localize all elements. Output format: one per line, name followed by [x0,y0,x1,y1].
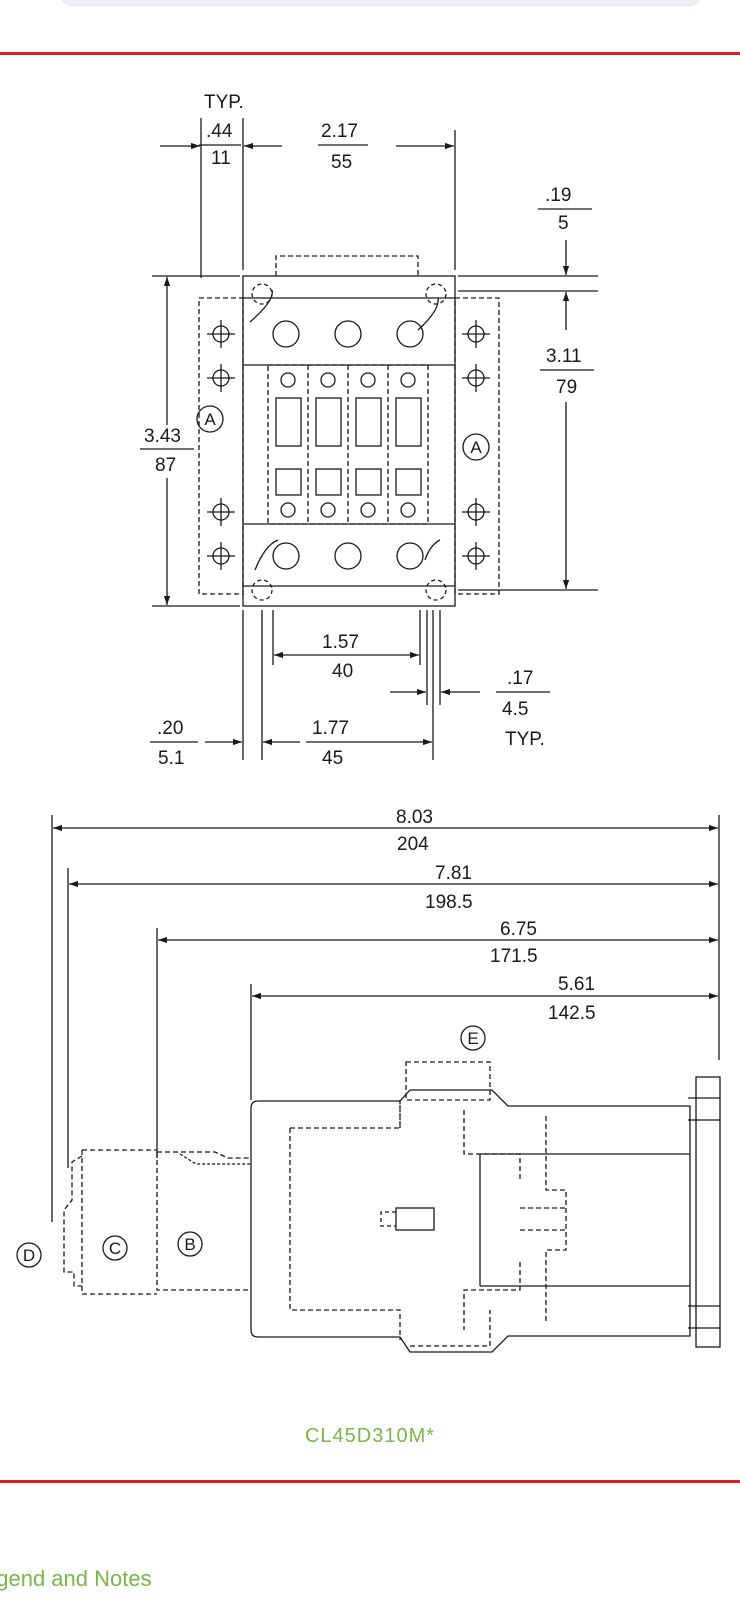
din-rail-clip [695,1076,721,1348]
contactor-body-side [250,1089,691,1353]
dim-157-inch: 1.57 [322,632,359,653]
terminal-block [267,364,429,525]
dim-311-mm: 79 [556,377,577,398]
typ-label-top: TYP. [204,92,244,113]
terminal-screw [272,542,300,570]
side-view [16,815,721,1353]
callout-circle [16,1242,42,1268]
callout-a-left: A [204,410,216,429]
module-d [63,1155,83,1287]
callout-circle [102,1235,128,1261]
terminal-screw [396,542,424,570]
right-mount-rail [454,297,500,595]
dim-561-inch: 5.61 [558,974,595,995]
dim-020-mm: 5.1 [158,748,184,769]
dim-781-inch: 7.81 [435,863,472,884]
dim-343-mm: 87 [155,455,176,476]
dim-675-mm: 171.5 [490,946,538,967]
left-mount-rail [198,297,244,595]
dim-217-inch: 2.17 [321,121,358,142]
dim-017-mm: 4.5 [502,699,528,720]
top-cover-dashed [275,255,419,276]
dim-561-mm: 142.5 [548,1003,596,1024]
dim-020-inch: .20 [157,718,183,739]
dim-343-inch: 3.43 [144,426,181,447]
dim-781-mm: 198.5 [425,892,473,913]
callout-c: C [109,1239,121,1258]
dim-044-mm: 11 [211,148,231,169]
part-number: CL45D310M* [304,1425,436,1447]
dim-177-mm: 45 [322,748,343,769]
dim-019-mm: 5 [558,213,569,234]
callout-circle [460,1025,486,1051]
dim-019-inch: .19 [545,185,571,206]
callout-circle [177,1231,203,1257]
dim-217-mm: 55 [331,152,352,173]
dim-157-mm: 40 [332,661,353,682]
dim-017-inch: .17 [507,668,533,689]
module-c [81,1149,157,1295]
terminal-screw [272,320,300,348]
terminal-screw [334,320,362,348]
typ-label-bottom: TYP. [505,729,545,750]
dim-311-inch: 3.11 [546,346,582,367]
top-red-rule [0,52,740,55]
top-view [140,118,598,760]
legend-heading[interactable]: egend and Notes [0,1566,152,1591]
dim-177-inch: 1.77 [312,718,349,739]
dim-803-inch: 8.03 [396,807,433,828]
dim-675-inch: 6.75 [500,919,537,940]
callout-e: E [467,1029,478,1048]
dim-803-mm: 204 [397,834,429,855]
callout-a-right: A [470,438,482,457]
callout-d: D [23,1246,35,1265]
module-b [156,1151,251,1291]
terminal-screw [334,542,362,570]
terminal-screw [396,320,424,348]
center-indicator [395,1207,435,1231]
callout-circle [196,405,224,433]
dim-044-inch: .44 [206,121,233,142]
bottom-red-rule [0,1480,740,1483]
callout-b: B [184,1235,195,1254]
callout-circle [462,433,490,461]
top-module-dashed [405,1061,491,1101]
